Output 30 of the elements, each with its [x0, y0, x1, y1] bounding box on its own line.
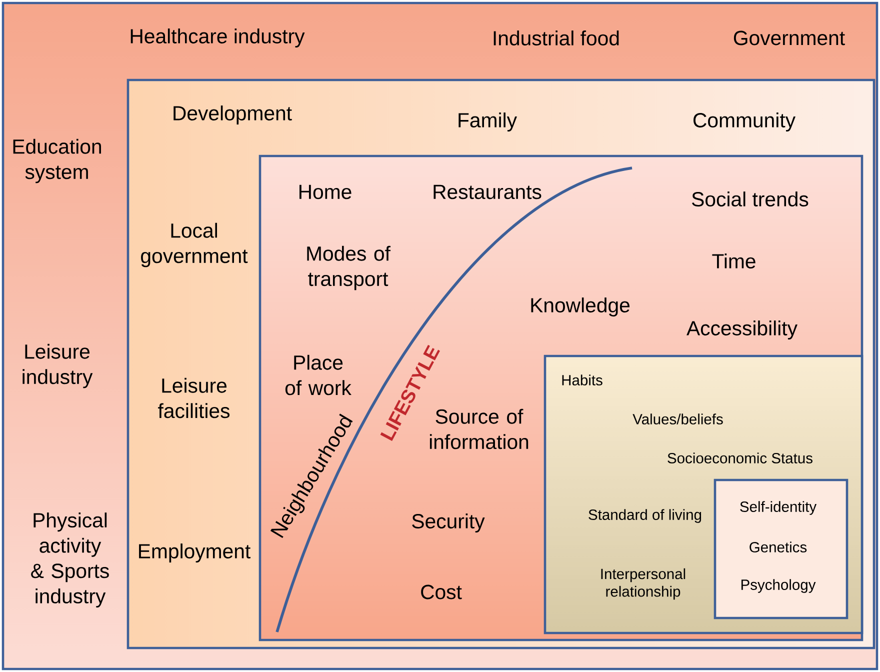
- factor-label: Values/beliefs: [632, 414, 723, 424]
- factor-label: Modes of transport: [307, 246, 391, 290]
- factor-label: Physical activity & Sports industry: [31, 512, 109, 608]
- factor-label: Psychology: [741, 579, 816, 593]
- factor-label: Industrial food: [494, 30, 619, 46]
- factor-label: Security: [412, 514, 485, 533]
- factor-label: Knowledge: [531, 298, 630, 317]
- factor-label: Socioeconomic Status: [668, 452, 812, 464]
- factor-label: Leisure facilities: [158, 378, 230, 418]
- factor-label: Employment: [139, 544, 250, 563]
- factor-label: Standard of living: [588, 509, 702, 523]
- factor-label: Interpersonal relationship: [601, 568, 686, 600]
- factor-label: Healthcare industry: [130, 28, 305, 48]
- factor-label: Self-identity: [740, 501, 817, 515]
- factor-label: Social trends: [692, 192, 808, 206]
- factor-label: Leisure industry: [22, 344, 93, 388]
- factor-label: Community: [694, 112, 796, 132]
- factor-label: Genetics: [750, 542, 807, 552]
- factor-label: Cost: [421, 584, 462, 600]
- factor-label: Time: [712, 254, 756, 268]
- factor-label: Government: [734, 30, 845, 46]
- factor-label: Family: [458, 112, 517, 132]
- factor-label: Habits: [562, 374, 602, 386]
- factor-label: Accessibility: [686, 320, 798, 340]
- factor-label: Local government: [141, 222, 248, 268]
- factor-label: Home: [300, 184, 352, 200]
- factor-label: Education system: [13, 138, 101, 184]
- factor-label: Development: [174, 106, 292, 125]
- factor-label: Place of work: [285, 354, 352, 396]
- factor-label: Restaurants: [434, 184, 542, 200]
